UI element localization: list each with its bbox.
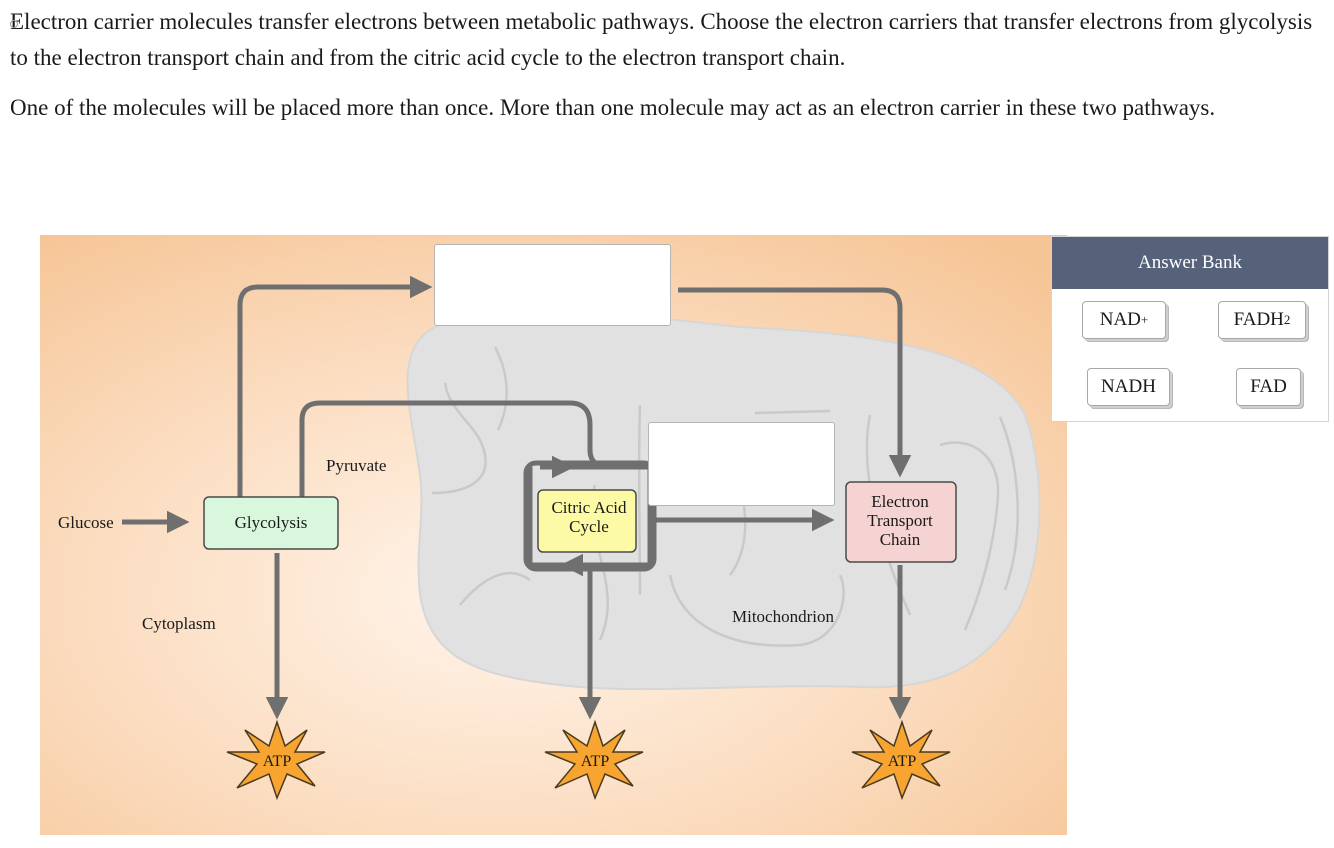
atp-star-glycolysis — [226, 719, 326, 801]
arrow-carrier-box-to-etc — [678, 287, 912, 478]
metabolism-diagram: Glucose Glycolysis Pyruvate Cytoplasm Ci… — [40, 235, 1067, 835]
etc-label-line3: Chain — [880, 530, 921, 549]
glycolysis-label: Glycolysis — [235, 513, 308, 532]
etc-label-line2: Transport — [867, 511, 933, 530]
citric-acid-label-line2: Cycle — [569, 517, 609, 536]
atp-star-etc — [851, 719, 951, 801]
arrow-glycolysis-to-carrier-box — [237, 275, 433, 497]
cytoplasm-label: Cytoplasm — [142, 614, 216, 633]
chip-text: FAD — [1250, 376, 1287, 397]
bullet-icon — [10, 20, 18, 28]
drop-zone-glycolysis-carrier[interactable] — [434, 244, 671, 326]
question-paragraph-2: One of the molecules will be placed more… — [10, 95, 1216, 120]
atp-label-etc: ATP — [888, 753, 917, 770]
answer-chip-fad[interactable]: FAD — [1236, 368, 1301, 406]
pyruvate-label: Pyruvate — [326, 456, 386, 475]
answer-bank-title: Answer Bank — [1052, 237, 1328, 289]
answer-chip-nad-plus[interactable]: NAD+ — [1082, 301, 1166, 339]
answer-chip-nadh[interactable]: NADH — [1087, 368, 1170, 406]
question-prompt: Electron carrier molecules transfer elec… — [10, 4, 1320, 126]
question-paragraph-1: Electron carrier molecules transfer elec… — [10, 9, 1313, 70]
citric-acid-cycle-box — [537, 489, 637, 553]
atp-label-glycolysis: ATP — [263, 753, 292, 770]
atp-star-citric — [544, 719, 644, 801]
etc-label-line1: Electron — [871, 492, 929, 511]
citric-cycle-outer-frame — [523, 460, 657, 572]
glucose-label: Glucose — [58, 513, 114, 532]
chip-superscript: + — [1140, 312, 1149, 327]
citric-acid-label-line1: Citric Acid — [551, 498, 627, 517]
electron-transport-chain-box — [845, 481, 957, 563]
glycolysis-box — [203, 496, 339, 550]
mitochondrion-label: Mitochondrion — [732, 607, 834, 626]
chip-subscript: 2 — [1283, 312, 1291, 327]
chip-text: NAD — [1099, 309, 1141, 330]
chip-text: FADH — [1233, 309, 1284, 330]
drop-zone-citric-carrier[interactable] — [648, 422, 835, 506]
atp-label-citric: ATP — [581, 753, 610, 770]
chip-text: NADH — [1101, 376, 1156, 397]
